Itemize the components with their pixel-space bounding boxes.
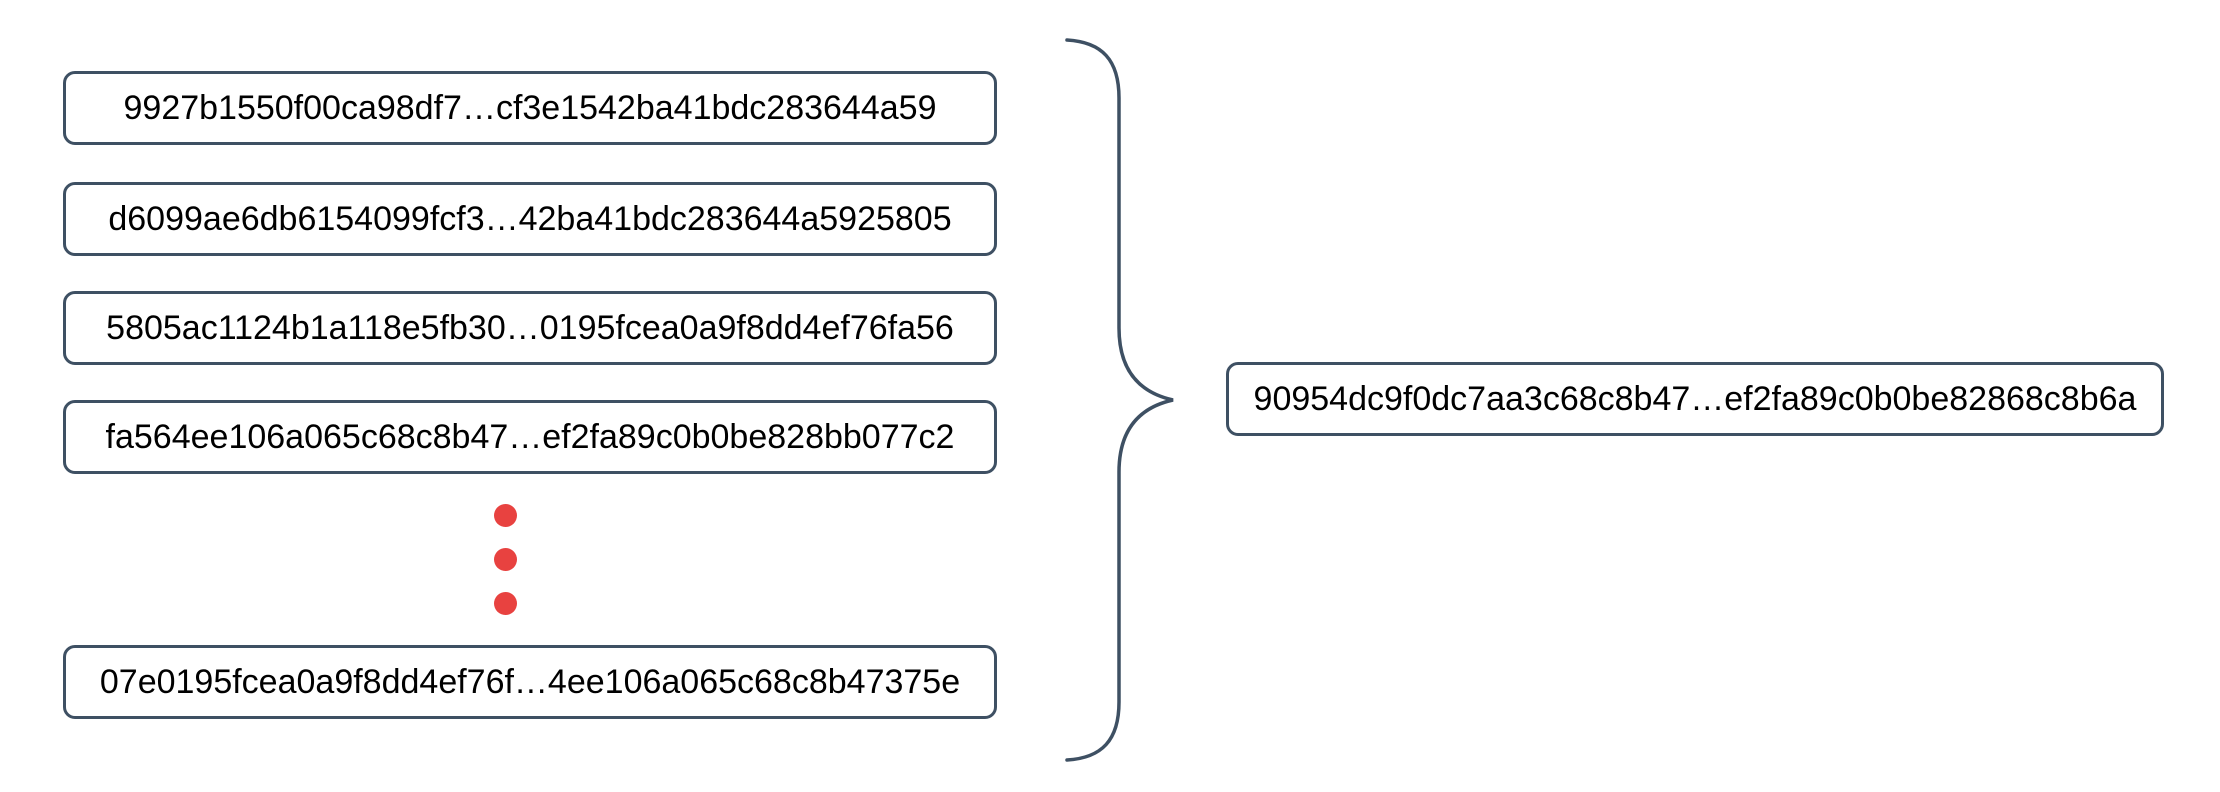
- hash-text-1: 9927b1550f00ca98df7…cf3e1542ba41bdc28364…: [123, 88, 937, 127]
- curly-brace-icon: [1065, 38, 1174, 762]
- hash-text-last: 07e0195fcea0a9f8dd4ef76f…4ee106a065c68c8…: [99, 662, 961, 701]
- hash-box-4: fa564ee106a065c68c8b47…ef2fa89c0b0be828b…: [63, 400, 997, 474]
- hash-text-3: 5805ac1124b1a118e5fb30…0195fcea0a9f8dd4e…: [106, 308, 954, 347]
- ellipsis-dot-3: [494, 592, 517, 615]
- ellipsis-dot-2: [494, 548, 517, 571]
- result-hash-text: 90954dc9f0dc7aa3c68c8b47…ef2fa89c0b0be82…: [1253, 379, 2137, 418]
- hash-text-2: d6099ae6db6154099fcf3…42ba41bdc283644a59…: [108, 199, 952, 238]
- hash-box-2: d6099ae6db6154099fcf3…42ba41bdc283644a59…: [63, 182, 997, 256]
- hash-box-last: 07e0195fcea0a9f8dd4ef76f…4ee106a065c68c8…: [63, 645, 997, 719]
- hash-box-1: 9927b1550f00ca98df7…cf3e1542ba41bdc28364…: [63, 71, 997, 145]
- ellipsis-dot-1: [494, 504, 517, 527]
- hash-box-3: 5805ac1124b1a118e5fb30…0195fcea0a9f8dd4e…: [63, 291, 997, 365]
- hash-text-4: fa564ee106a065c68c8b47…ef2fa89c0b0be828b…: [105, 417, 955, 456]
- result-hash-box: 90954dc9f0dc7aa3c68c8b47…ef2fa89c0b0be82…: [1226, 362, 2164, 436]
